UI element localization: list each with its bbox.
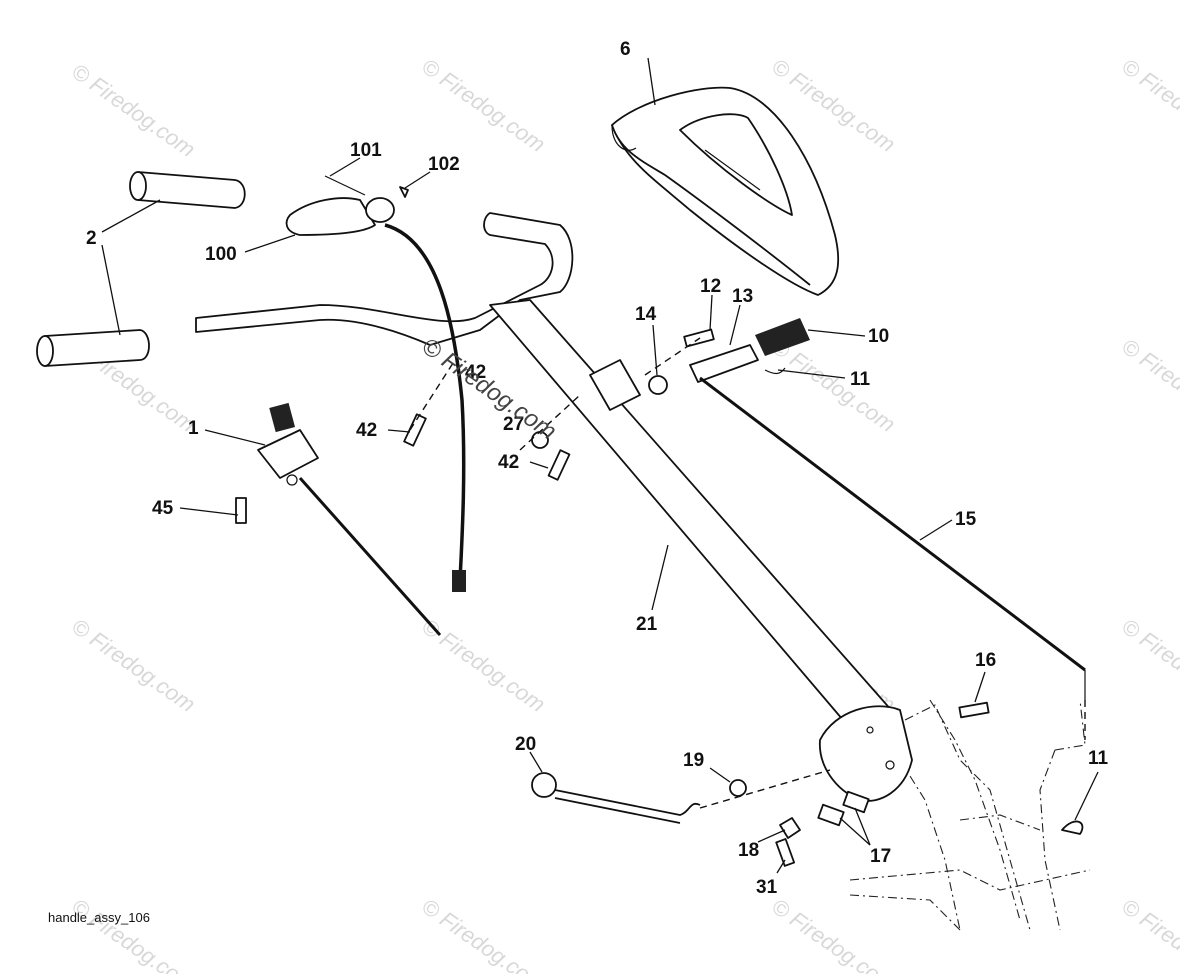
handlebar-part [195, 212, 574, 346]
control-cover-part [611, 86, 840, 296]
callout-1: 1 [188, 418, 199, 439]
callout-11-upper: 11 [850, 369, 871, 390]
watermark-text: © Firedog.com [1117, 334, 1180, 437]
callout-21: 21 [636, 614, 658, 635]
callout-42-lower: 42 [498, 452, 519, 473]
callout-6: 6 [620, 39, 631, 60]
callout-10: 10 [868, 326, 889, 347]
callout-31: 31 [756, 877, 778, 898]
clutch-bracket-part [257, 402, 442, 636]
watermark-text: © Firedog.com [417, 894, 550, 974]
callout-27: 27 [503, 414, 524, 435]
watermark-text: © Firedog.com [1117, 54, 1180, 157]
watermark-text: © Firedog.com [417, 54, 550, 157]
watermark-text: © Firedog.com [67, 614, 200, 717]
watermark-text: © Firedog.com [67, 894, 200, 974]
watermark-text: © Firedog.com [1117, 894, 1180, 974]
callout-100: 100 [205, 244, 237, 265]
alignment-lines [409, 337, 1086, 809]
callout-20: 20 [515, 734, 536, 755]
leader-lines [101, 57, 1099, 874]
callout-101: 101 [350, 140, 382, 161]
handle-tube-part [489, 299, 913, 802]
callout-19: 19 [683, 750, 704, 771]
callout-16: 16 [975, 650, 996, 671]
callout-15: 15 [955, 509, 977, 530]
throttle-lever-part [285, 175, 466, 592]
callout-11-lower: 11 [1088, 748, 1109, 769]
callout-14: 14 [635, 304, 657, 325]
shift-lever-part [689, 318, 1086, 700]
callout-13: 13 [732, 286, 753, 307]
lever-rod-part [531, 772, 701, 824]
callout-102: 102 [428, 154, 460, 175]
watermark-text: © Firedog.com [767, 334, 900, 437]
callout-45: 45 [152, 498, 174, 519]
watermark-text: © Firedog.com [417, 614, 550, 717]
hand-grips-part [36, 171, 246, 367]
watermark-text: © Firedog.com [67, 59, 200, 162]
watermark-text: © Firedog.com [767, 894, 900, 974]
callout-2: 2 [86, 228, 97, 249]
fastener-hardware [235, 328, 1084, 867]
callout-labels: 6 101 102 2 100 12 13 10 14 11 1 42 42 4… [86, 39, 1109, 898]
callout-18: 18 [738, 840, 759, 861]
diagram-caption: handle_assy_106 [48, 910, 150, 925]
callout-42-upper: 42 [465, 362, 486, 383]
callout-17: 17 [870, 846, 891, 867]
watermark-text: © Firedog.com [1117, 614, 1180, 717]
callout-42-left: 42 [356, 420, 377, 441]
tiller-frame-outline [849, 699, 1091, 931]
callout-12: 12 [700, 276, 721, 297]
